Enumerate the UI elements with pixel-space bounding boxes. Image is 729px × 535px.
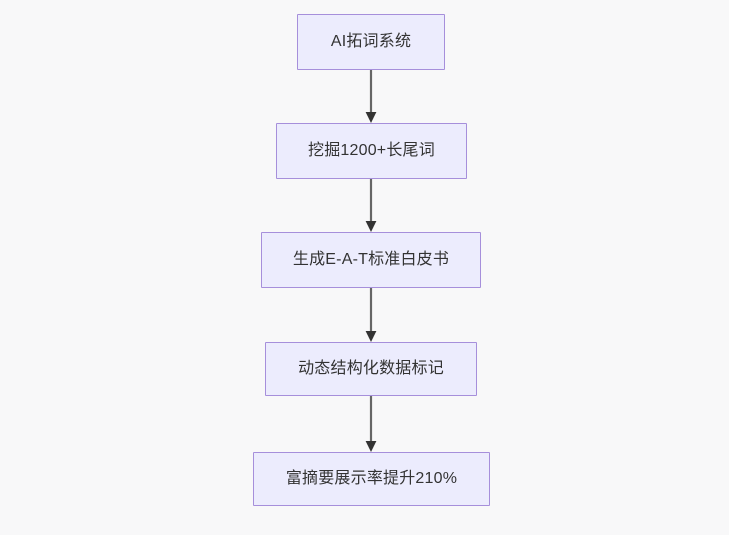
flow-node-label: 挖掘1200+长尾词 bbox=[308, 142, 435, 160]
flow-node-generate-eat-whitepaper[interactable]: 生成E-A-T标准白皮书 bbox=[261, 232, 481, 288]
flow-node-label: 动态结构化数据标记 bbox=[298, 360, 444, 378]
flow-node-ai-keyword-system[interactable]: AI拓词系统 bbox=[297, 14, 445, 70]
connector-arrow-n4-n5 bbox=[364, 396, 378, 452]
flow-node-label: 富摘要展示率提升210% bbox=[285, 470, 458, 488]
connector-arrow-n1-n2 bbox=[364, 70, 378, 123]
flow-node-label: 生成E-A-T标准白皮书 bbox=[292, 251, 450, 269]
flow-node-rich-snippet-impression-lift[interactable]: 富摘要展示率提升210% bbox=[253, 452, 490, 506]
flow-node-dynamic-structured-data-markup[interactable]: 动态结构化数据标记 bbox=[265, 342, 477, 396]
connector-arrow-n2-n3 bbox=[364, 179, 378, 232]
flow-node-label: AI拓词系统 bbox=[330, 33, 412, 51]
flow-node-mine-longtail-keywords[interactable]: 挖掘1200+长尾词 bbox=[276, 123, 467, 179]
connector-arrow-n3-n4 bbox=[364, 288, 378, 342]
